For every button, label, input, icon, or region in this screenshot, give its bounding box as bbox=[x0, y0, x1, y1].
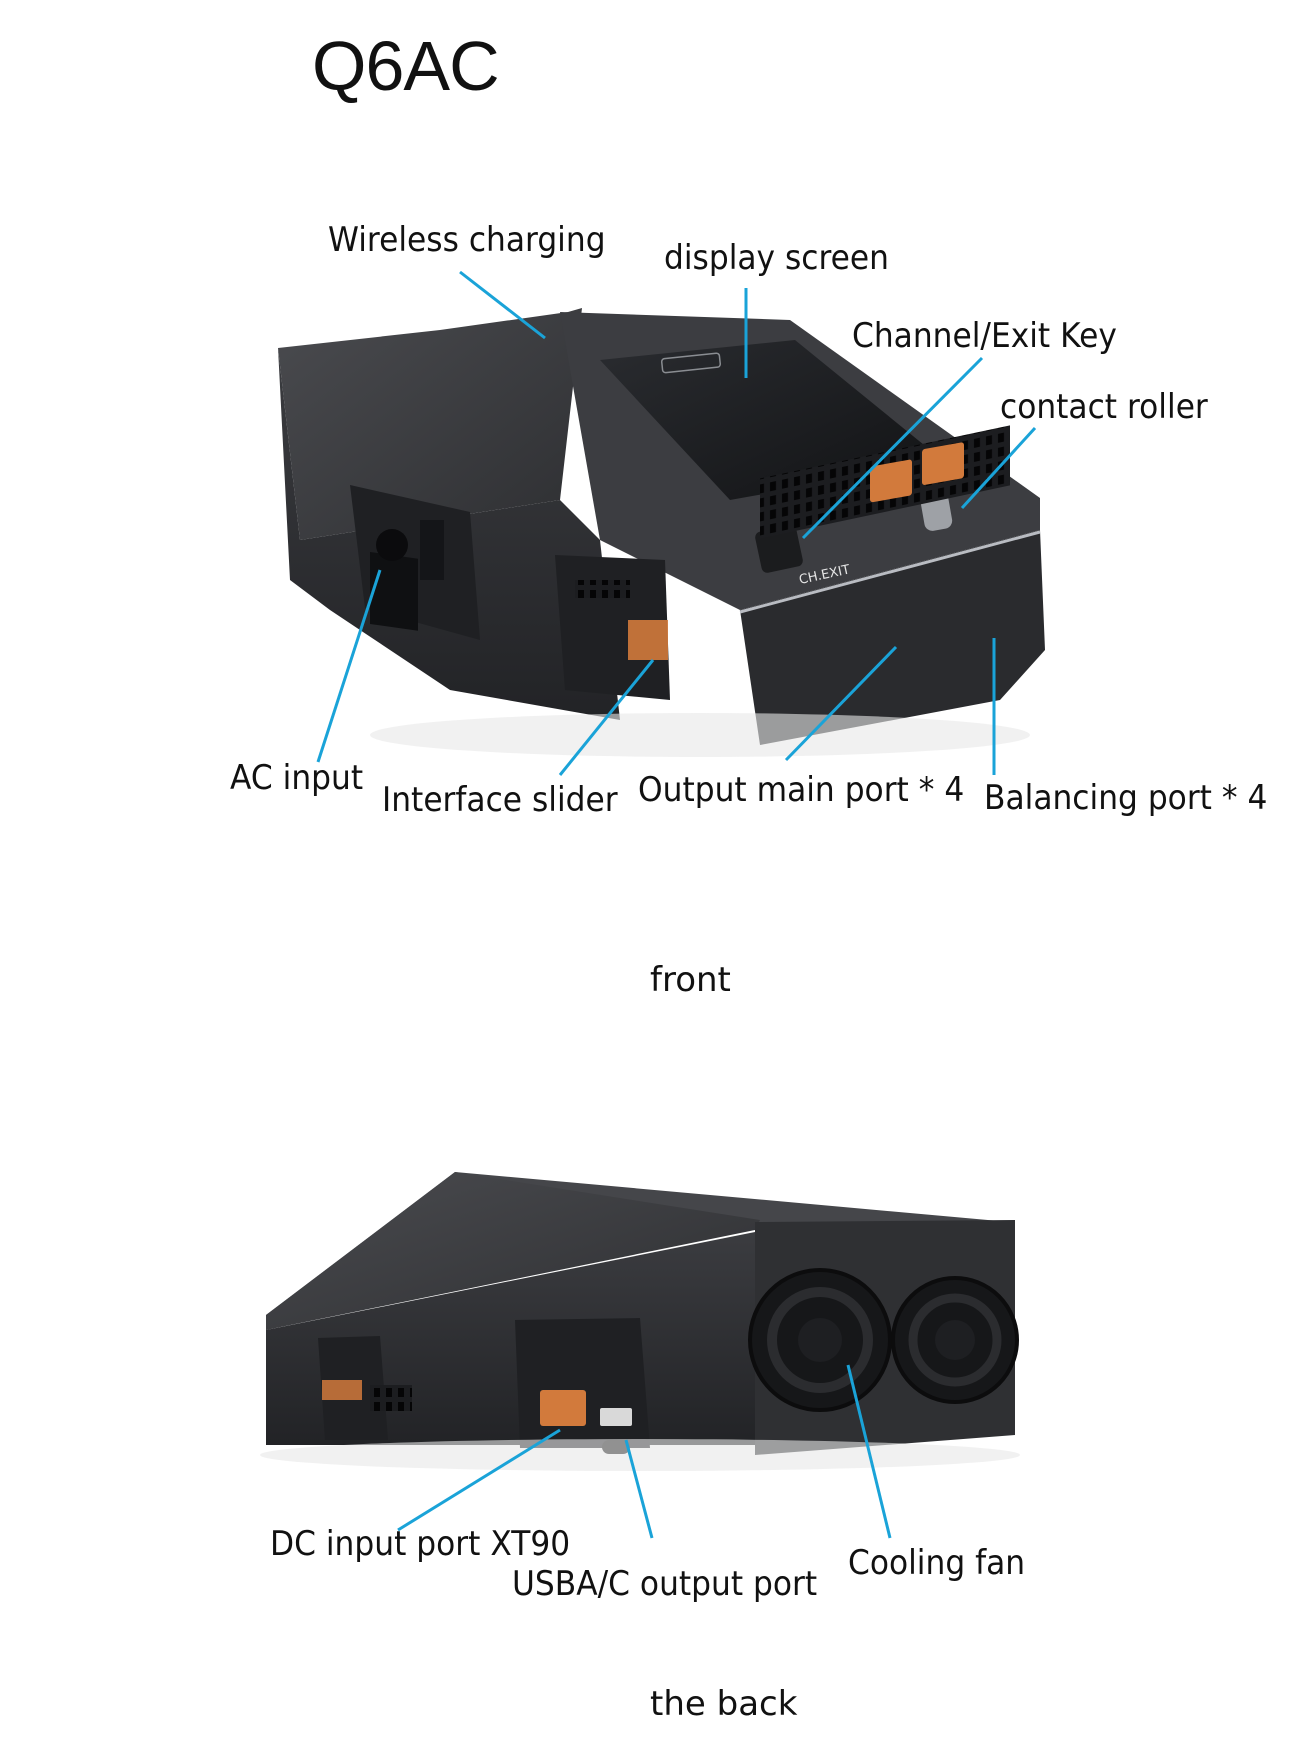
label-dc-input-port: DC input port XT90 bbox=[270, 1524, 571, 1564]
label-channel-exit-key: Channel/Exit Key bbox=[852, 316, 1117, 356]
label-ac-input: AC input bbox=[230, 758, 364, 798]
caption-back: the back bbox=[650, 1684, 798, 1724]
leader-contact-roller bbox=[960, 426, 1037, 510]
leader-channel-exit-key bbox=[801, 356, 984, 540]
label-balancing-port: Balancing port * 4 bbox=[984, 778, 1268, 818]
cooling-fans bbox=[748, 1268, 1019, 1412]
leader-wireless-charging bbox=[459, 270, 546, 340]
leader-usb-output-port bbox=[624, 1439, 654, 1539]
leader-dc-input-port bbox=[397, 1428, 561, 1532]
leader-interface-slider bbox=[558, 659, 655, 776]
label-output-main-port: Output main port * 4 bbox=[638, 770, 965, 810]
leader-cooling-fan bbox=[846, 1364, 892, 1539]
caption-front: front bbox=[650, 960, 731, 1000]
back-leader-lines bbox=[397, 1364, 892, 1539]
back-device bbox=[260, 1172, 1020, 1471]
front-device: CH.EXIT bbox=[278, 308, 1045, 757]
label-contact-roller: contact roller bbox=[1000, 387, 1208, 427]
label-cooling-fan: Cooling fan bbox=[848, 1543, 1026, 1583]
label-wireless-charging: Wireless charging bbox=[328, 220, 606, 260]
label-display-screen: display screen bbox=[664, 238, 889, 278]
leader-output-main-port bbox=[784, 645, 898, 762]
label-usb-output-port: USBA/C output port bbox=[512, 1564, 818, 1604]
front-leader-lines bbox=[316, 270, 1037, 776]
page-title: Q6AC bbox=[312, 27, 500, 105]
leader-ac-input bbox=[316, 569, 382, 763]
label-interface-slider: Interface slider bbox=[382, 780, 618, 820]
